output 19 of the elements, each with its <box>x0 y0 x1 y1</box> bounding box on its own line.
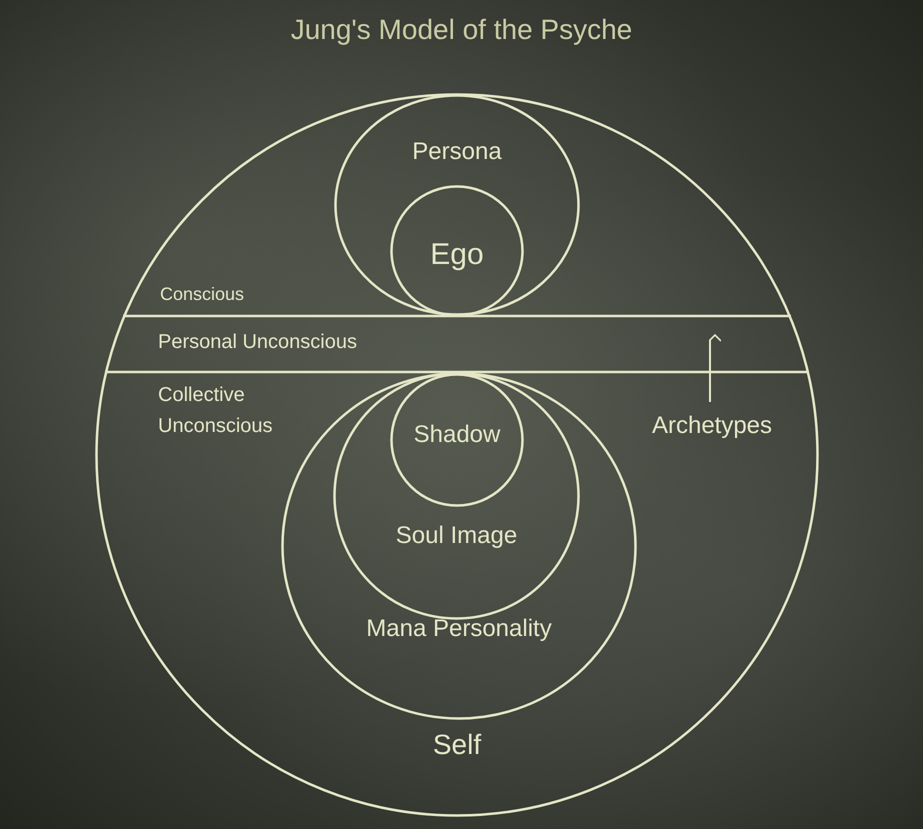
node-label: Shadow <box>412 421 502 450</box>
node-label: Archetypes <box>650 412 774 441</box>
diagram-title: Jung's Model of the Psyche <box>290 14 634 46</box>
circle <box>95 93 819 817</box>
circle <box>390 373 524 507</box>
circle <box>333 372 580 620</box>
circle <box>281 372 637 720</box>
node-label: Soul Image <box>394 522 518 551</box>
node-label: Personal Unconscious <box>158 330 358 354</box>
node-label: Self <box>432 728 482 762</box>
region-label: Conscious <box>160 283 246 306</box>
node-label: Ego <box>429 237 485 273</box>
circle <box>334 94 580 316</box>
arrow <box>708 334 722 402</box>
circle <box>390 185 524 317</box>
horizontal-band <box>105 316 809 372</box>
region-label: Collective Unconscious <box>158 383 274 439</box>
node-label: Mana Personality <box>365 615 553 644</box>
node-label: Persona <box>411 138 503 167</box>
